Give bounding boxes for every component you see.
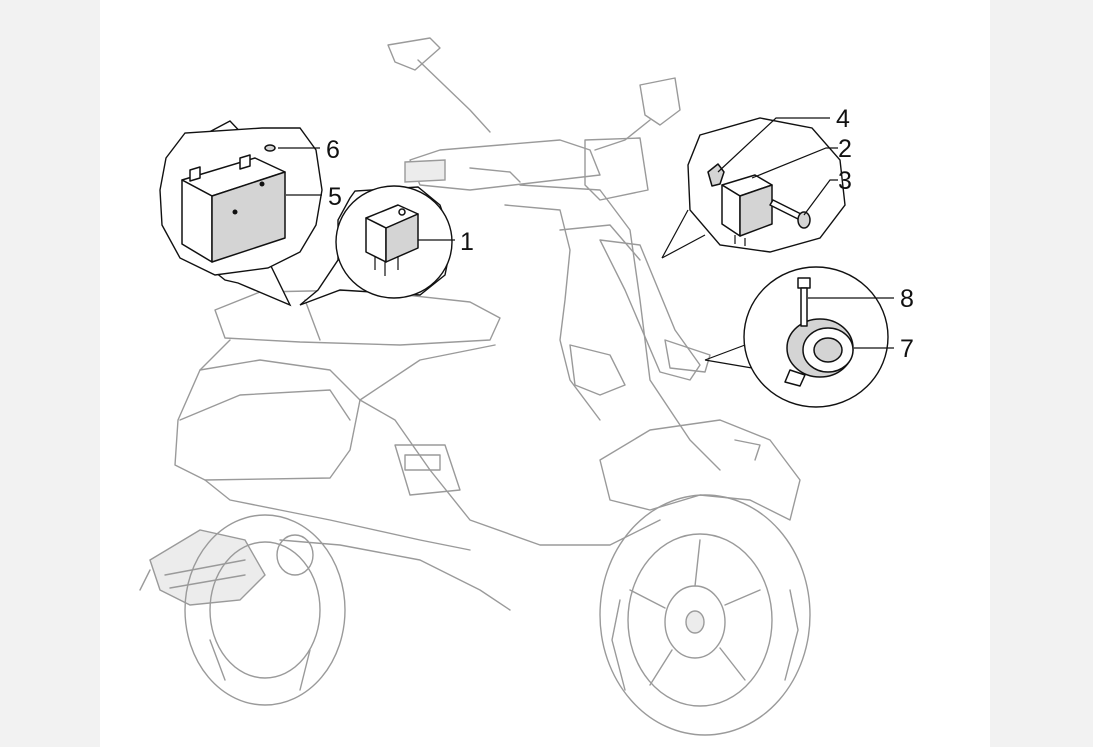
callout-5: 5 — [328, 183, 342, 211]
flasher-relay-icon — [721, 174, 773, 246]
callout-8: 8 — [900, 285, 914, 313]
battery-icon — [181, 154, 286, 263]
callout-4: 4 — [836, 105, 850, 133]
horn-icon — [784, 318, 854, 387]
callout-7: 7 — [900, 335, 914, 363]
horn-bolt-icon — [797, 277, 811, 327]
callout-2: 2 — [838, 135, 852, 163]
relay-icon — [365, 204, 419, 276]
leader-lines — [278, 117, 894, 349]
callout-3: 3 — [838, 167, 852, 195]
relay-inset — [299, 185, 453, 306]
callout-labels: 6 5 1 4 2 3 8 7 — [326, 105, 914, 363]
battery-vent-cap-icon — [264, 144, 276, 152]
horn-inset — [704, 266, 889, 408]
callout-6: 6 — [326, 136, 340, 164]
flasher-inset — [661, 117, 846, 259]
callout-1: 1 — [460, 228, 474, 256]
battery-inset — [159, 120, 323, 307]
scooter-outline — [139, 37, 811, 736]
screw-icon — [769, 199, 811, 229]
